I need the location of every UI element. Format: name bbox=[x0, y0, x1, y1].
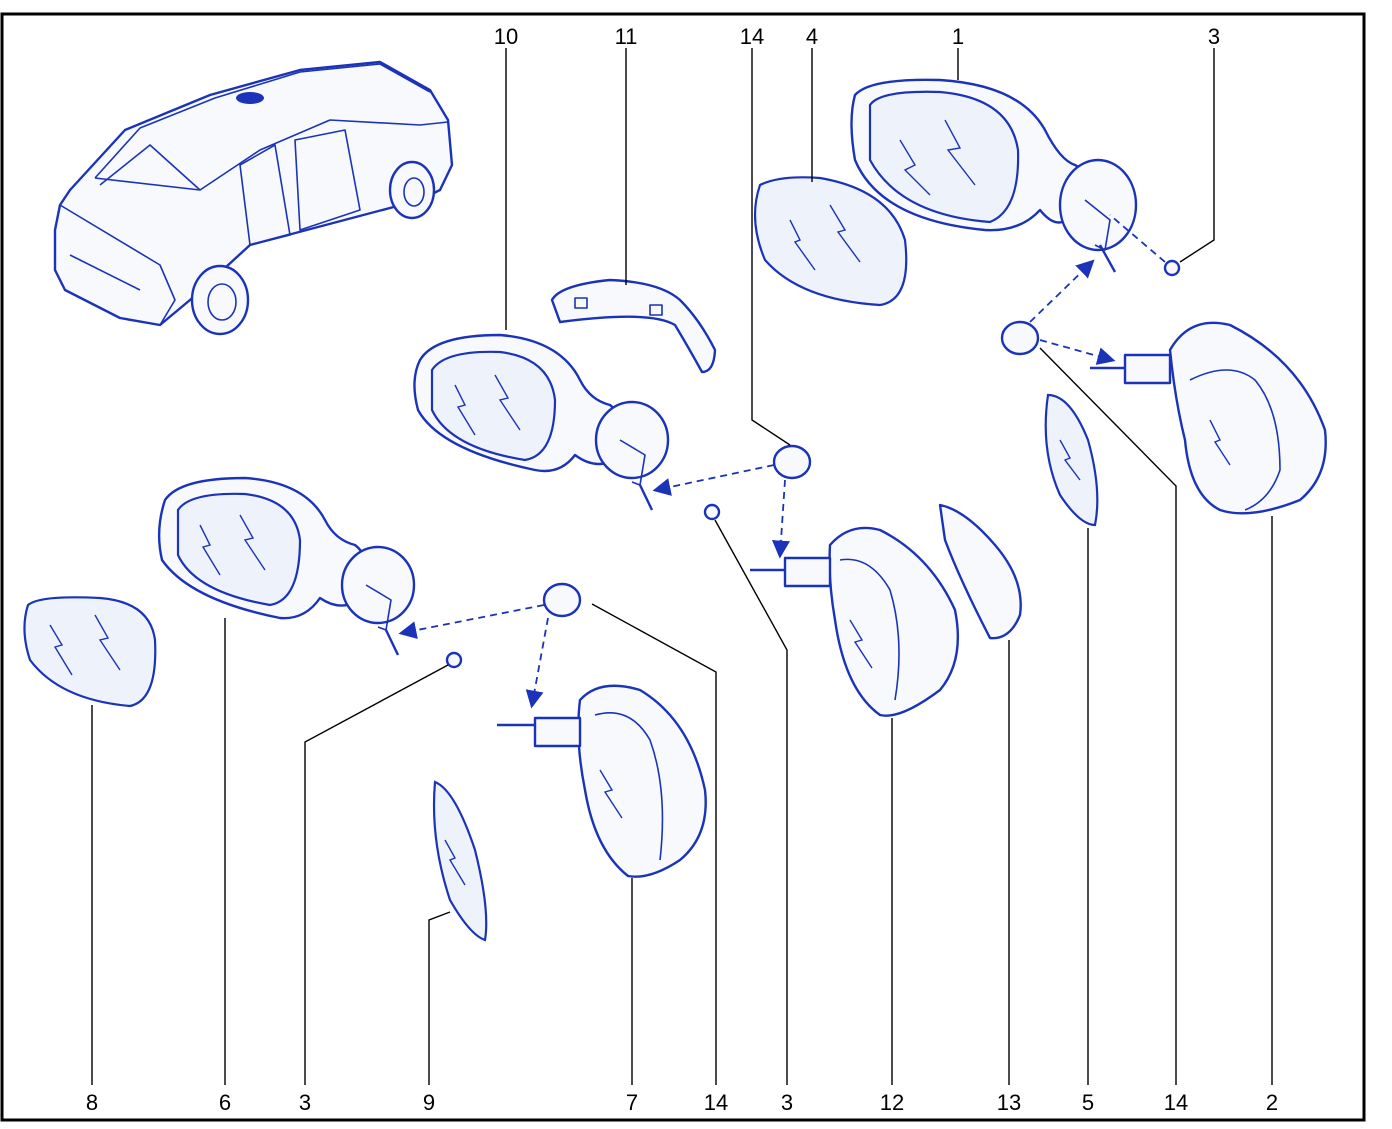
part-10-mirror-assembly bbox=[413, 333, 670, 511]
part-9-mirror-glass bbox=[432, 780, 488, 942]
part-7-mirror-cover bbox=[497, 684, 707, 878]
callouts-top: 10 11 14 4 1 3 bbox=[494, 24, 1220, 49]
callout-label: 12 bbox=[880, 1090, 904, 1115]
callout-label: 13 bbox=[997, 1090, 1021, 1115]
leader-lines bbox=[91, 48, 1273, 1085]
part-11-trim-strip bbox=[550, 278, 717, 374]
callout-label: 3 bbox=[1208, 24, 1220, 49]
callout-label: 2 bbox=[1266, 1090, 1278, 1115]
callout-label: 6 bbox=[219, 1090, 231, 1115]
part-1-mirror-assembly bbox=[850, 78, 1138, 273]
part-14-disc-center bbox=[652, 444, 812, 559]
callout-label: 14 bbox=[740, 24, 764, 49]
callout-label: 10 bbox=[494, 24, 518, 49]
part-4-mirror-glass bbox=[753, 176, 908, 307]
callout-label: 8 bbox=[86, 1090, 98, 1115]
part-6-mirror-assembly bbox=[157, 476, 416, 656]
callout-label: 1 bbox=[952, 24, 964, 49]
part-12-mirror-housing bbox=[750, 526, 960, 717]
callout-label: 7 bbox=[626, 1090, 638, 1115]
callout-label: 14 bbox=[704, 1090, 728, 1115]
part-13-trim-cover bbox=[938, 503, 1022, 640]
mirror-location-marker bbox=[236, 92, 264, 104]
part-3-screw-top bbox=[1109, 214, 1181, 277]
callout-label: 3 bbox=[299, 1090, 311, 1115]
diagram-frame bbox=[0, 12, 1366, 1122]
car-illustration bbox=[53, 60, 454, 336]
callouts-bottom: 8 6 3 9 7 14 3 12 13 5 14 2 bbox=[86, 1090, 1278, 1115]
callout-label: 3 bbox=[781, 1090, 793, 1115]
callout-label: 4 bbox=[806, 24, 818, 49]
part-14-disc-right bbox=[1000, 259, 1116, 365]
part-3-screw-left bbox=[445, 651, 463, 669]
part-5-mirror-glass bbox=[1044, 393, 1099, 527]
callout-label: 9 bbox=[423, 1090, 435, 1115]
callout-label: 11 bbox=[615, 24, 638, 49]
part-3-screw-center bbox=[703, 503, 721, 521]
part-14-disc-left bbox=[398, 582, 582, 709]
callout-label: 14 bbox=[1164, 1090, 1188, 1115]
part-8-mirror-glass bbox=[23, 596, 157, 708]
part-2-mirror-cover bbox=[1090, 321, 1327, 515]
callout-label: 5 bbox=[1082, 1090, 1094, 1115]
